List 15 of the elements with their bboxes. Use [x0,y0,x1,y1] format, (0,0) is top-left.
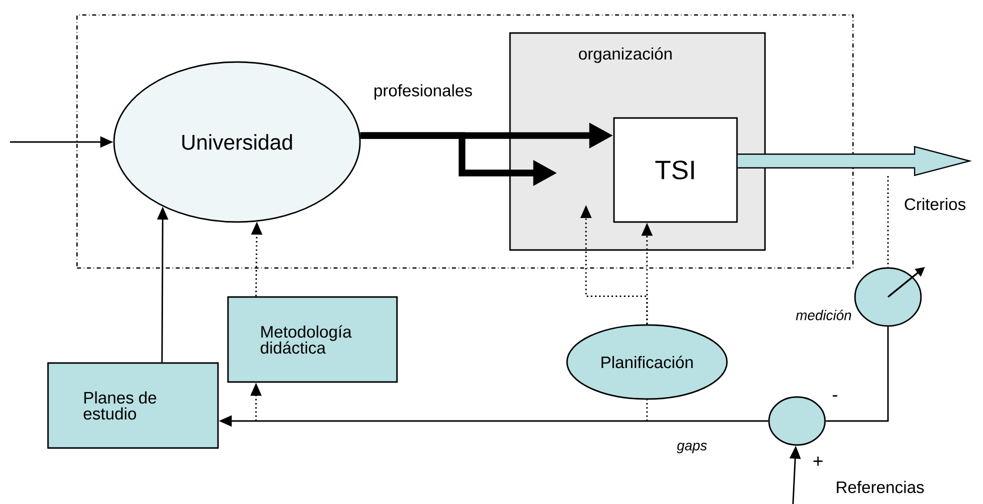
edge-label: gaps [676,442,707,454]
sign-label: - [832,395,838,397]
connector-line [887,176,889,268]
connector-line [646,400,648,421]
connector-line [826,326,889,422]
edge-label: Referencias [836,480,924,494]
process-box: Metodología didáctica [227,296,398,383]
tsi-box: TSI [613,117,738,223]
edge-label: profesionales [374,84,472,100]
edge-label: Criterios [904,198,966,210]
node-label: medición [796,310,852,320]
comparator-circle [768,396,826,446]
process-box: Planes de estudio [47,362,219,449]
system-boundary [76,14,854,269]
sign-label: + [813,456,823,466]
